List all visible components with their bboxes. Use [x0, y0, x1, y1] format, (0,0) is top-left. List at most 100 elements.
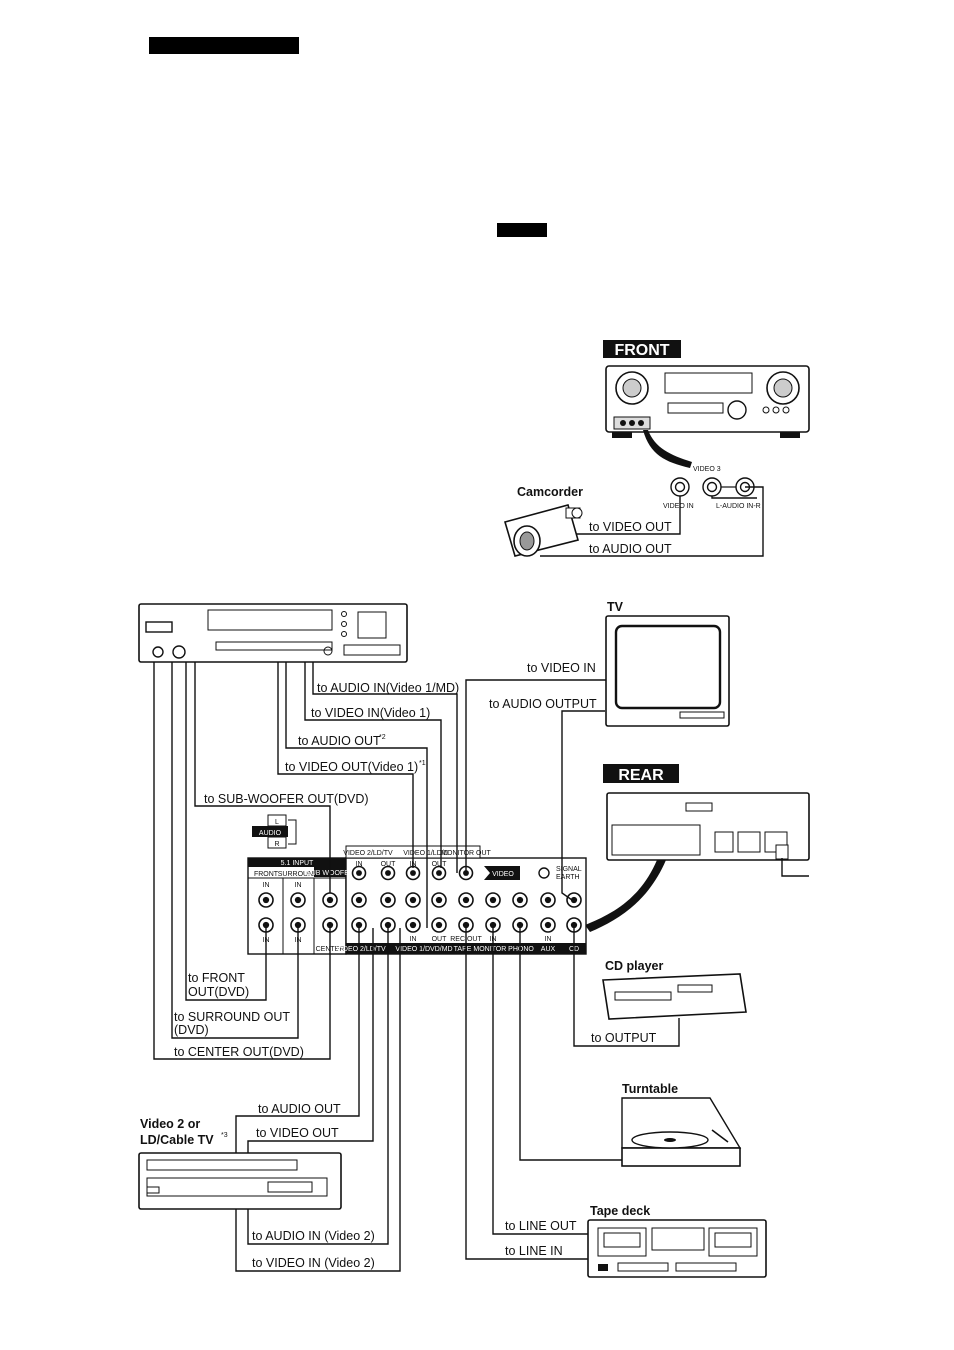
- label-front-1: to FRONT: [188, 971, 245, 985]
- audio-jack-left-3: [351, 892, 367, 908]
- signal-earth-terminal: [538, 867, 550, 879]
- front-jacks: [670, 477, 755, 497]
- video2-title-note: *3: [221, 1132, 228, 1139]
- signal-earth-label-1: SIGNAL: [556, 866, 582, 873]
- signal-earth-label-2: EARTH: [556, 874, 580, 881]
- video-jack-top-0: [351, 865, 367, 881]
- dvd-player-icon: [138, 603, 408, 663]
- audio-jack-right-2: [322, 917, 338, 933]
- wire-center: [153, 662, 331, 1060]
- audio-jack-left-10: [540, 892, 556, 908]
- audio-jack-right-10: [540, 917, 556, 933]
- tv-audio-output-label: to AUDIO OUTPUT: [489, 697, 597, 711]
- panel-bottom-group-aux: AUX: [541, 946, 556, 953]
- panel-video1-out-top: OUT: [432, 861, 448, 868]
- audio-jack-left-9: [512, 892, 528, 908]
- receiver-front-icon: [605, 365, 810, 438]
- top-title-bar: [149, 37, 299, 54]
- wire-turntable: [519, 928, 622, 1161]
- wire-surround: [171, 662, 299, 1039]
- video3-label: VIDEO 3: [693, 466, 721, 473]
- audio-jack-left-8: [485, 892, 501, 908]
- audio-jack-left-5: [405, 892, 421, 908]
- wire-subwoofer: [194, 662, 331, 893]
- note-bar: [497, 223, 547, 237]
- label-video-out-video1: to VIDEO OUT(Video 1): [285, 760, 418, 774]
- rear-callout-wedge: [585, 860, 666, 932]
- camcorder-audio-out-label: to AUDIO OUT: [589, 542, 672, 556]
- receiver-rear-icon: [606, 792, 810, 877]
- audio-legend-audio: AUDIO: [259, 830, 282, 837]
- panel-bottom-group-video2: VIDEO 2/LD/TV: [336, 946, 386, 953]
- audio-jack-left-6: [431, 892, 447, 908]
- tv-video-in-label: to VIDEO IN: [527, 661, 596, 675]
- turntable-title: Turntable: [622, 1082, 678, 1096]
- tv-icon: [605, 615, 730, 727]
- cd-player-icon: [602, 973, 747, 1020]
- audio-legend-r: R: [274, 841, 279, 848]
- video2-audio-out-label: to AUDIO OUT: [258, 1102, 341, 1116]
- label-video-out-note: *1: [419, 760, 426, 767]
- panel-video-tag: VIDEO: [484, 866, 520, 880]
- panel-top-group-video2: VIDEO 2/LD/TV: [343, 850, 393, 857]
- audio-jack-right-5: [405, 917, 421, 933]
- front-callout-wedge: [643, 430, 692, 468]
- input-51-label: 5.1 INPUT: [281, 860, 314, 867]
- panel-top-group-video1: VIDEO 1/LD/D: [403, 850, 449, 857]
- panel-front-in-label: IN: [263, 882, 270, 889]
- wire-video2-video-out: [247, 928, 374, 1153]
- audio-jack-right-6: [431, 917, 447, 933]
- audio-jack-right-0: [258, 917, 274, 933]
- front-badge-label: FRONT: [614, 342, 669, 359]
- camcorder-video-out-label: to VIDEO OUT: [589, 520, 672, 534]
- cd-player-title: CD player: [605, 959, 663, 973]
- front-video-in-label: VIDEO IN: [663, 503, 694, 510]
- panel-surround-label: SURROUND: [278, 871, 318, 878]
- label-audio-out: to AUDIO OUT: [298, 734, 381, 748]
- video-jack-top-1: [380, 865, 396, 881]
- tv-title: TV: [607, 600, 624, 614]
- wire-video2-video-in: [235, 928, 401, 1272]
- label-front-2: OUT(DVD): [188, 985, 249, 999]
- wire-tv-audio-output: [561, 710, 605, 901]
- video-jack-top-2: [405, 865, 421, 881]
- video2-title-1: Video 2 or: [140, 1117, 200, 1131]
- label-audio-out-note: *2: [379, 734, 386, 741]
- camcorder-video-wire: [575, 496, 681, 535]
- label-subwoofer: to SUB-WOOFER OUT(DVD): [204, 792, 369, 806]
- wire-tape-line-out: [492, 928, 588, 1235]
- wire-video-out-video1: [277, 662, 414, 868]
- audio-jack-left-11: [566, 892, 582, 908]
- label-audio-in-video1: to AUDIO IN(Video 1/MD): [317, 681, 459, 695]
- panel-video2-out-top: OUT: [381, 861, 397, 868]
- tape-deck-icon: [587, 1219, 767, 1278]
- audio-legend: [252, 814, 297, 849]
- wire-tape-line-in: [465, 928, 588, 1260]
- rear-badge-label: REAR: [618, 767, 664, 784]
- audio-jack-right-4: [380, 917, 396, 933]
- rear-badge: REAR: [603, 764, 679, 784]
- wire-video2-audio-in: [247, 928, 389, 1245]
- camcorder-audio-wire-2: [711, 496, 757, 499]
- wire-tv-video-in: [465, 679, 606, 873]
- tape-deck-title: Tape deck: [590, 1204, 650, 1218]
- audio-jack-left-1: [290, 892, 306, 908]
- panel-bottom-group-phono: PHONO: [508, 946, 534, 953]
- wire-video-in-video1: [304, 662, 442, 868]
- wire-audio-in-video1: [312, 662, 458, 873]
- video2-video-in-label: to VIDEO IN (Video 2): [252, 1256, 375, 1270]
- wire-video2-audio-out: [235, 928, 360, 1153]
- audio-jack-left-4: [380, 892, 396, 908]
- camcorder-audio-wire: [540, 486, 764, 557]
- video2-audio-in-label: to AUDIO IN (Video 2): [252, 1229, 375, 1243]
- label-center: to CENTER OUT(DVD): [174, 1045, 304, 1059]
- label-surround-1: to SURROUND OUT: [174, 1010, 290, 1024]
- audio-legend-l: L: [275, 819, 279, 826]
- camcorder-title: Camcorder: [517, 485, 583, 499]
- camcorder-icon: [504, 504, 583, 557]
- audio-jack-left-0: [258, 892, 274, 908]
- wire-cd-output: [573, 928, 680, 1047]
- panel-video2-in-top: IN: [356, 861, 363, 868]
- panel-bottom-group-tape: TAPE MONITOR: [454, 946, 507, 953]
